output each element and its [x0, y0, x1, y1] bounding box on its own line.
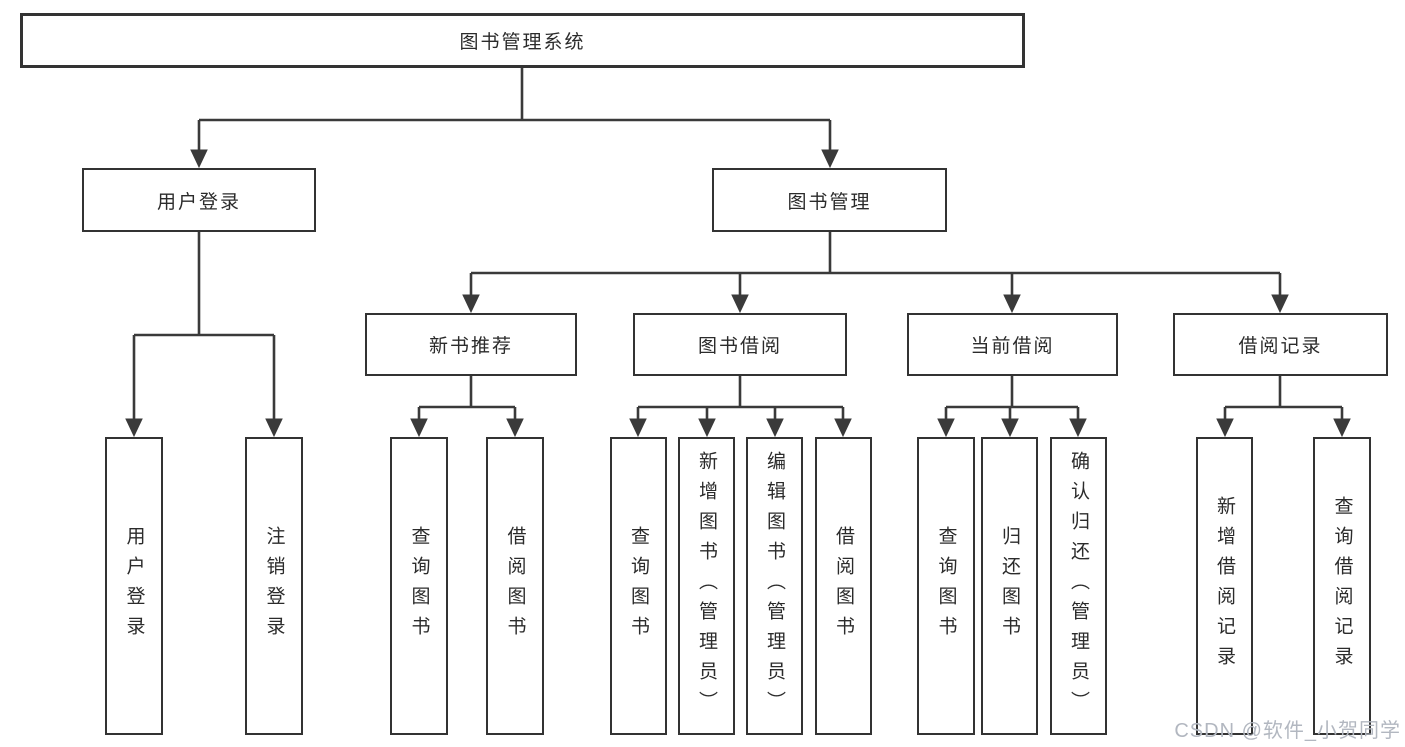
node-book-mgmt-label: 图书管理 [787, 191, 872, 213]
leaf-nb-borrow-books-label: 借阅图书 [504, 526, 526, 646]
node-borrow-records: 借阅记录 [1173, 313, 1388, 376]
leaf-br-query-record-label: 查询借阅记录 [1331, 496, 1353, 676]
node-new-books-label: 新书推荐 [428, 336, 513, 357]
leaf-bb-query-books: 查询图书 [610, 437, 667, 735]
leaf-cb-return-books: 归还图书 [981, 437, 1038, 735]
leaf-bb-borrow-books: 借阅图书 [815, 437, 872, 735]
node-book-mgmt: 图书管理 [712, 168, 947, 232]
leaf-cb-confirm-return-label: 确认归还（管理员） [1068, 451, 1089, 721]
leaf-cb-return-books-label: 归还图书 [999, 526, 1020, 646]
node-root-label: 图书管理系统 [459, 32, 586, 53]
node-borrow-records-label: 借阅记录 [1238, 336, 1323, 357]
node-user-login: 用户登录 [82, 168, 316, 232]
leaf-cb-query-books: 查询图书 [917, 437, 975, 735]
leaf-nb-borrow-books: 借阅图书 [486, 437, 544, 735]
leaf-bb-add-books: 新增图书（管理员） [678, 437, 735, 735]
node-current-borrow: 当前借阅 [907, 313, 1118, 376]
leaf-bb-borrow-books-label: 借阅图书 [833, 526, 854, 646]
leaf-bb-query-books-label: 查询图书 [628, 526, 649, 646]
node-book-borrow-label: 图书借阅 [697, 336, 782, 357]
leaf-bb-edit-books: 编辑图书（管理员） [746, 437, 803, 735]
leaf-br-query-record: 查询借阅记录 [1313, 437, 1371, 735]
leaf-cb-confirm-return: 确认归还（管理员） [1050, 437, 1107, 735]
leaf-br-add-record-label: 新增借阅记录 [1214, 496, 1235, 676]
leaf-bb-add-books-label: 新增图书（管理员） [696, 451, 717, 721]
csdn-watermark: CSDN @软件_小贺同学 [1174, 720, 1401, 742]
leaf-cb-query-books-label: 查询图书 [935, 526, 957, 646]
node-current-borrow-label: 当前借阅 [970, 336, 1055, 357]
node-book-borrow: 图书借阅 [633, 313, 847, 376]
leaf-user-login-label: 用户登录 [123, 526, 145, 646]
leaf-logout: 注销登录 [245, 437, 303, 735]
leaf-nb-query-books: 查询图书 [390, 437, 448, 735]
node-user-login-label: 用户登录 [156, 191, 241, 213]
leaf-br-add-record: 新增借阅记录 [1196, 437, 1253, 735]
node-new-books: 新书推荐 [365, 313, 577, 376]
leaf-logout-label: 注销登录 [263, 526, 285, 646]
leaf-nb-query-books-label: 查询图书 [408, 526, 430, 646]
leaf-bb-edit-books-label: 编辑图书（管理员） [764, 451, 785, 721]
leaf-user-login: 用户登录 [105, 437, 163, 735]
node-root: 图书管理系统 [20, 13, 1025, 68]
